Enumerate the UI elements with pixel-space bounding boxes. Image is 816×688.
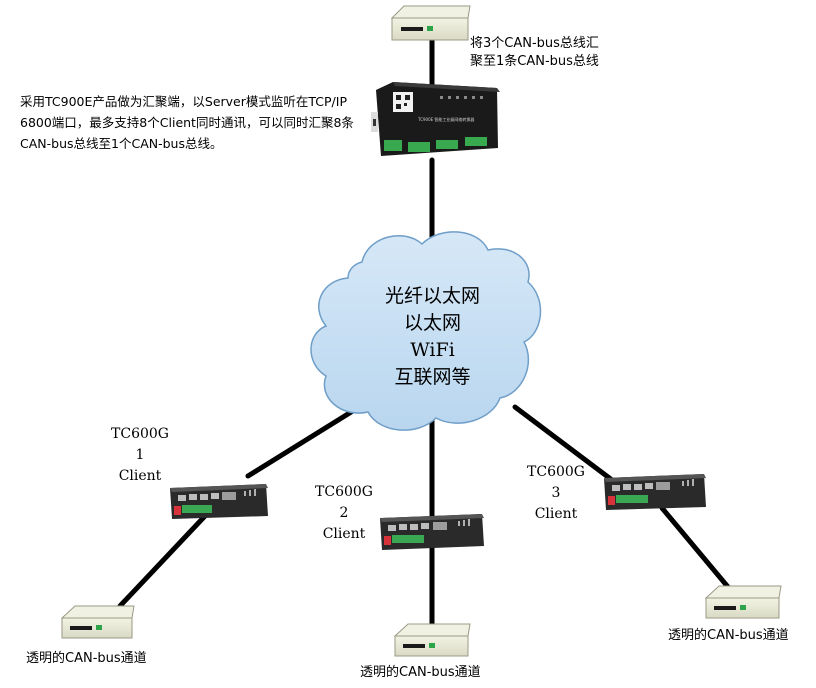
client-3-role: Client [534, 506, 578, 522]
client-device-2 [380, 514, 484, 550]
client-3-index: 3 [551, 485, 561, 501]
top-device-note-line2: 聚至1条CAN-bus总线 [470, 54, 599, 69]
terminal-device-client-3 [704, 585, 782, 619]
server-device-tc900e: TC900E 智能工业级网络转换器 [371, 82, 500, 156]
client-1-channel-label: 透明的CAN-bus通道 [26, 651, 147, 666]
link-client-3-to-terminal [659, 505, 731, 590]
client-3-channel-label: 透明的CAN-bus通道 [668, 628, 789, 643]
network-cloud [310, 231, 542, 431]
cloud-label-line2: 以太网 [403, 312, 461, 334]
terminal-device-client-2 [393, 623, 471, 657]
cloud-label-line4: 互联网等 [394, 366, 471, 388]
client-2-index: 2 [339, 505, 349, 521]
client-1-model: TC600G [111, 426, 169, 442]
client-2-channel-label: 透明的CAN-bus通道 [360, 665, 481, 680]
client-device-3 [604, 474, 706, 510]
server-description: 采用TC900E产品做为汇聚端，以Server模式监听在TCP/IP 6800端… [20, 94, 354, 151]
link-cloud-to-client-3 [512, 404, 615, 483]
client-1-index: 1 [135, 447, 145, 463]
link-client-1-to-terminal [117, 513, 208, 609]
top-device-note-line1: 将3个CAN-bus总线汇 [470, 36, 599, 51]
cloud-label: 光纤以太网 以太网 WiFi 互联网等 [330, 283, 535, 391]
client-1-role: Client [118, 468, 162, 484]
client-2-model: TC600G [315, 484, 373, 500]
client-device-1 [170, 484, 268, 519]
cloud-label-line3: WiFi [410, 339, 455, 361]
terminal-device-client-1 [60, 605, 135, 639]
client-2-role: Client [322, 526, 366, 542]
cloud-label-line1: 光纤以太网 [384, 285, 480, 307]
link-cloud-to-client-1 [245, 406, 359, 479]
terminal-device-top [390, 5, 471, 41]
server-panel-label: TC900E 智能工业级网络转换器 [417, 116, 474, 122]
client-3-model: TC600G [527, 464, 585, 480]
